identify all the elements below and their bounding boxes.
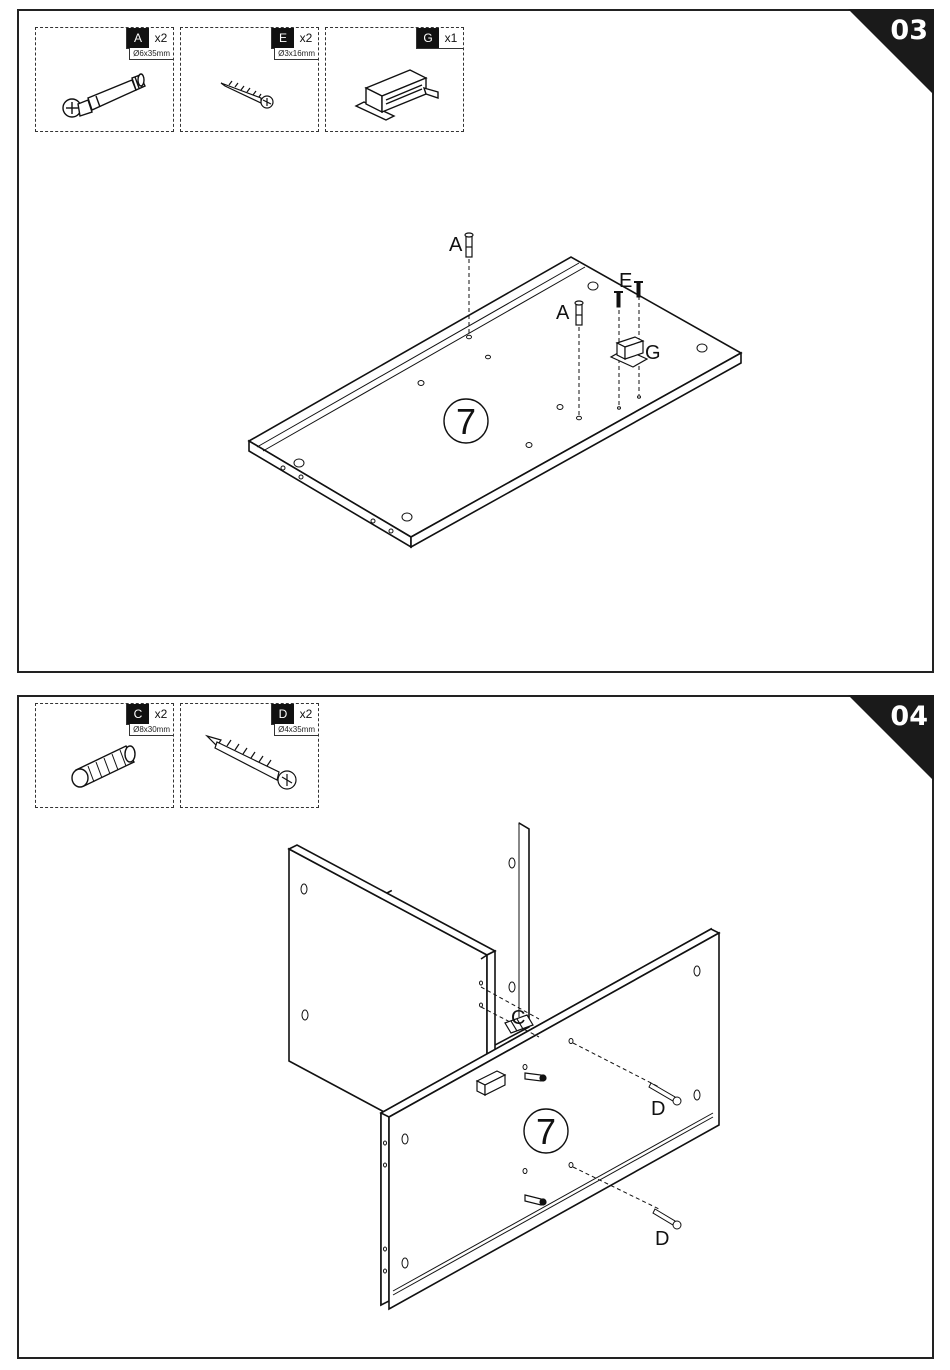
- callout-a1: A: [449, 234, 463, 256]
- step-04-diagram: C D D 7: [287, 821, 721, 1311]
- cam-bolt-a2: [574, 300, 584, 326]
- cam-bolt-icon: [62, 73, 146, 118]
- panel-7-side-edge: [410, 351, 742, 549]
- panel-groove: [256, 262, 586, 452]
- magnetic-catch: [475, 1070, 507, 1096]
- part-box-g: G x1: [325, 27, 464, 132]
- step-number: 03: [890, 15, 928, 46]
- panel-number-circle: [443, 398, 489, 444]
- part-size-d: Ø4x35mm: [274, 724, 318, 736]
- part-box-e: E x2 Ø3x16mm: [180, 27, 319, 132]
- callout-g: G: [645, 342, 661, 364]
- guide-lines: [480, 986, 660, 1210]
- part-size-c: Ø8x30mm: [129, 724, 173, 736]
- part-tag-e: E x2: [271, 28, 318, 49]
- step-04-frame: 04 C x2 Ø8x30mm: [17, 695, 934, 1359]
- callout-e: E: [619, 270, 632, 292]
- part-box-c: C x2 Ø8x30mm: [35, 703, 174, 808]
- screws-d: [648, 1082, 682, 1230]
- wooden-dowel-icon: [71, 745, 136, 788]
- callout-d1: D: [651, 1098, 665, 1120]
- part-tag-a: A x2: [126, 28, 173, 49]
- step-number-corner: 03: [848, 9, 934, 95]
- panel-holes: [280, 281, 708, 534]
- callout-a2: A: [556, 302, 570, 324]
- panel-number: 7: [456, 401, 476, 442]
- panel-number-circle: [523, 1108, 569, 1154]
- cam-bolts: [524, 1072, 547, 1206]
- cam-bolt-a1: [464, 232, 474, 258]
- dowel-c: [504, 1014, 534, 1034]
- panel-number: 7: [536, 1111, 556, 1152]
- part-box-d: D x2 Ø4x35mm: [180, 703, 319, 808]
- callout-c: C: [511, 1007, 525, 1029]
- magnetic-catch-icon: [354, 69, 439, 121]
- part-size-a: Ø6x35mm: [129, 48, 173, 60]
- screws-e: [614, 281, 643, 308]
- magnetic-catch-g: [609, 336, 649, 368]
- step-number-corner: 04: [848, 695, 934, 781]
- step-03-frame: 03 A x2 Ø6x35mm: [17, 9, 934, 673]
- small-screw-icon: [220, 80, 274, 109]
- step-number: 04: [890, 701, 928, 732]
- part-tag-g: G x1: [416, 28, 463, 49]
- part-size-e: Ø3x16mm: [274, 48, 318, 60]
- part-box-a: A x2 Ø6x35mm: [35, 27, 174, 132]
- step-03-diagram: A A E G 7: [247, 232, 743, 549]
- long-screw-icon: [204, 734, 297, 790]
- callout-d2: D: [655, 1228, 669, 1250]
